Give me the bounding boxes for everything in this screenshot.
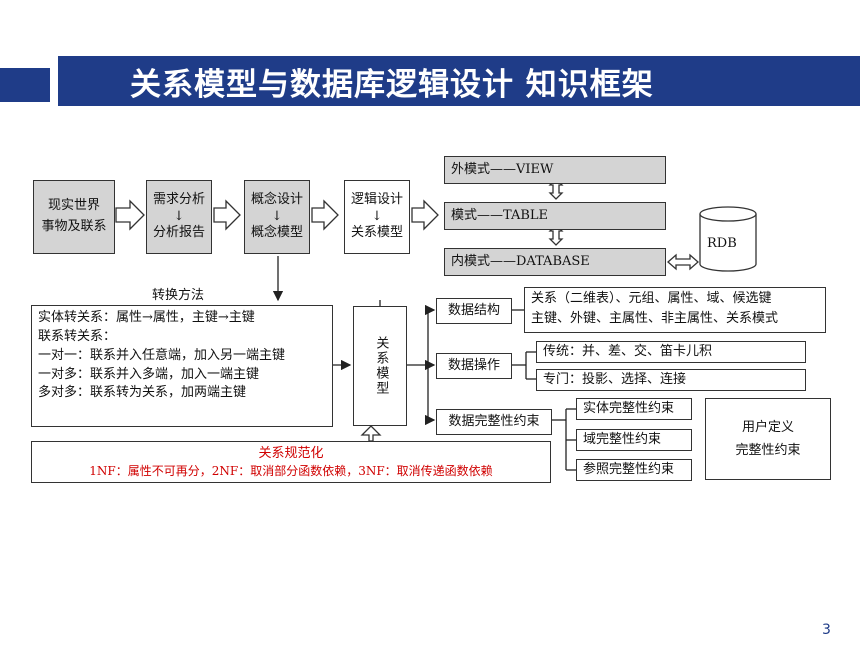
domain-integrity-box: 域完整性约束 [576, 429, 692, 451]
title-bar: 关系模型与数据库逻辑设计 知识框架 [58, 56, 860, 106]
conceptual-design-box: 概念设计 ↓ 概念模型 [244, 180, 310, 254]
structure-detail-2: 主键、外键、主属性、非主属性、关系模式 [531, 311, 779, 327]
page-number: 3 [822, 622, 831, 638]
conceptual-line1: 概念设计 [250, 191, 303, 207]
flow-arrow-3 [311, 199, 339, 231]
conversion-method-label: 转换方法 [152, 288, 205, 303]
data-structure-box: 数据结构 [436, 298, 512, 324]
rdb-label: RDB [707, 236, 737, 251]
data-integrity-label: 数据完整性约束 [448, 413, 540, 429]
logical-line1: 逻辑设计 [350, 191, 403, 207]
requirements-arrow: ↓ [173, 208, 185, 224]
data-integrity-box: 数据完整性约束 [436, 409, 552, 435]
real-world-box: 现实世界 事物及联系 [33, 180, 115, 254]
domain-integrity-label: 域完整性约束 [583, 431, 662, 447]
normalization-box: 关系规范化 1NF：属性不可再分，2NF：取消部分函数依赖，3NF：取消传递函数… [31, 441, 551, 483]
conceptual-schema-box: 模式——TABLE [444, 202, 666, 230]
user-defined-line1: 用户定义 [741, 419, 794, 435]
requirements-line2: 分析报告 [152, 225, 205, 241]
logical-arrow: ↓ [371, 208, 383, 224]
conceptual-schema-label: 模式——TABLE [451, 207, 549, 223]
requirements-analysis-box: 需求分析 ↓ 分析报告 [146, 180, 212, 254]
referential-integrity-label: 参照完整性约束 [583, 461, 675, 477]
entity-integrity-label: 实体完整性约束 [583, 400, 675, 416]
special-operations-box: 专门：投影、选择、连接 [536, 369, 806, 391]
rdb-double-arrow [667, 253, 699, 271]
requirements-line1: 需求分析 [152, 191, 205, 207]
flow-arrow-2 [213, 199, 241, 231]
real-world-line2: 事物及联系 [41, 219, 107, 234]
traditional-operations-box: 传统：并、差、交、笛卡儿积 [536, 341, 806, 363]
conceptual-line2: 概念模型 [250, 225, 303, 241]
rdb-cylinder [699, 206, 757, 272]
data-operation-box: 数据操作 [436, 353, 512, 379]
conversion-rule-2: 联系转关系： [38, 328, 117, 344]
structure-detail-1: 关系（二维表）、元组、属性、域、候选键 [531, 291, 772, 306]
page-title: 关系模型与数据库逻辑设计 知识框架 [130, 66, 654, 103]
referential-integrity-box: 参照完整性约束 [576, 459, 692, 481]
conversion-rule-4: 一对多：联系并入多端，加入一端主键 [38, 366, 260, 382]
conversion-rule-3: 一对一：联系并入任意端，加入另一端主键 [38, 347, 286, 363]
data-structure-label: 数据结构 [447, 302, 500, 318]
logical-design-box: 逻辑设计 ↓ 关系模型 [344, 180, 410, 254]
normalization-arrow [360, 425, 382, 442]
flow-arrow-4 [411, 199, 439, 231]
special-operations-label: 专门：投影、选择、连接 [543, 371, 687, 387]
normalization-title: 关系规范化 [258, 446, 324, 462]
logical-line2: 关系模型 [350, 225, 403, 241]
relational-model-label: 关系模型 [373, 336, 389, 396]
external-schema-label: 外模式——VIEW [451, 161, 554, 177]
data-operation-label: 数据操作 [447, 357, 500, 373]
conversion-rules-box: 实体转关系：属性→属性，主键→主键 联系转关系： 一对一：联系并入任意端，加入另… [31, 305, 333, 427]
internal-schema-label: 内模式——DATABASE [451, 253, 590, 269]
title-accent-bar [0, 68, 50, 102]
conceptual-arrow: ↓ [271, 208, 283, 224]
user-defined-line2: 完整性约束 [735, 443, 801, 458]
user-defined-integrity-box: 用户定义 完整性约束 [705, 398, 831, 480]
external-schema-box: 外模式——VIEW [444, 156, 666, 184]
normalization-text: 1NF：属性不可再分，2NF：取消部分函数依赖，3NF：取消传递函数依赖 [89, 463, 493, 478]
conversion-rule-5: 多对多：联系转为关系，加两端主键 [38, 385, 247, 401]
relational-model-box: 关系模型 [353, 306, 407, 426]
conversion-rule-1: 实体转关系：属性→属性，主键→主键 [38, 310, 255, 325]
internal-schema-box: 内模式——DATABASE [444, 248, 666, 276]
data-structure-detail-box: 关系（二维表）、元组、属性、域、候选键 主键、外键、主属性、非主属性、关系模式 [524, 287, 826, 333]
traditional-operations-label: 传统：并、差、交、笛卡儿积 [543, 343, 713, 359]
flow-arrow-1 [115, 199, 145, 231]
entity-integrity-box: 实体完整性约束 [576, 398, 692, 420]
real-world-line1: 现实世界 [47, 198, 100, 214]
